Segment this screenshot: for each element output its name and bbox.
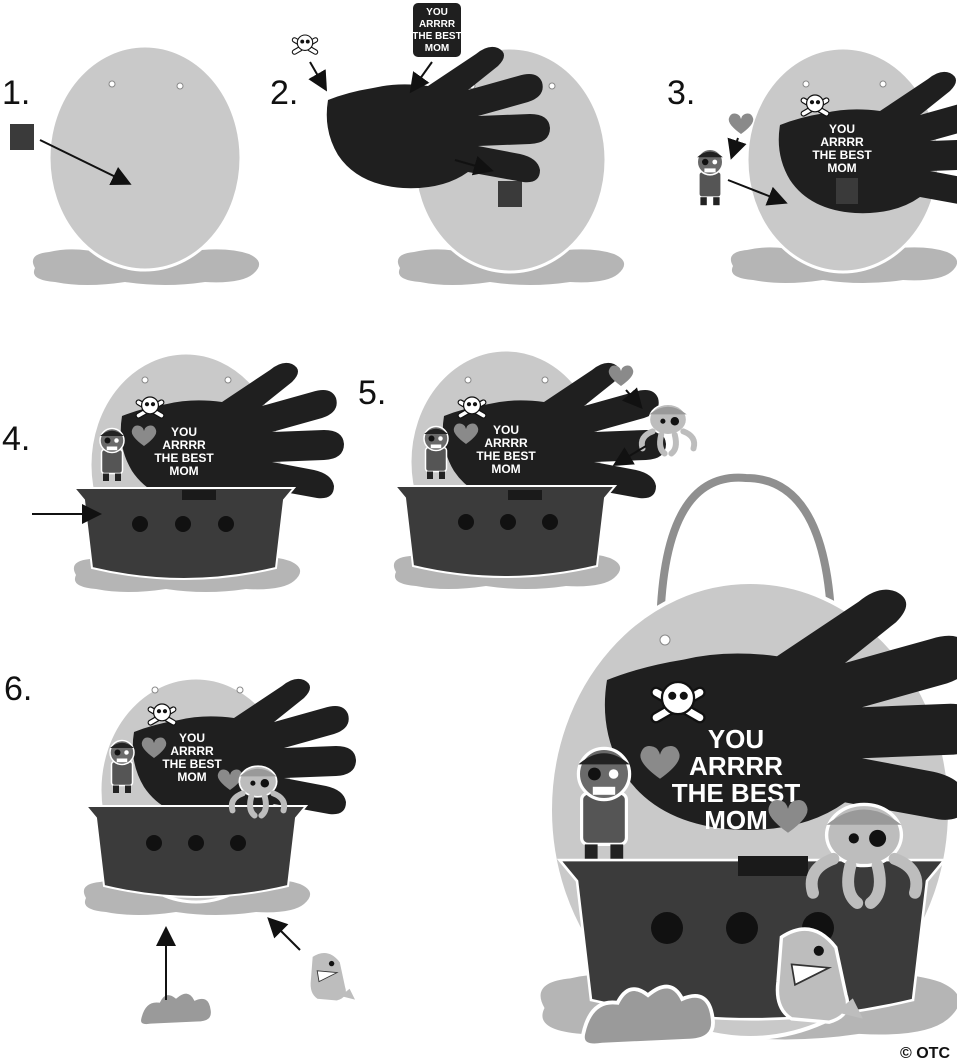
svg-text:ARRRR: ARRRR bbox=[170, 744, 214, 758]
copyright: © OTC bbox=[900, 1045, 950, 1059]
step-6-label: 6. bbox=[4, 670, 32, 708]
step-1-board bbox=[33, 46, 259, 285]
svg-text:MOM: MOM bbox=[177, 770, 206, 784]
svg-text:ARRRR: ARRRR bbox=[689, 751, 783, 781]
svg-text:THE BEST: THE BEST bbox=[412, 31, 461, 42]
svg-text:YOU: YOU bbox=[171, 425, 197, 439]
step-2-label: 2. bbox=[270, 74, 298, 112]
square-pad-icon bbox=[10, 124, 34, 150]
step-5-label: 5. bbox=[358, 374, 386, 412]
wave-icon bbox=[140, 993, 212, 1025]
pirate-character-icon bbox=[697, 149, 723, 205]
svg-text:YOU: YOU bbox=[493, 423, 519, 437]
svg-text:THE BEST: THE BEST bbox=[162, 757, 222, 771]
svg-text:MOM: MOM bbox=[425, 43, 449, 54]
svg-text:ARRRR: ARRRR bbox=[484, 436, 528, 450]
svg-text:YOU: YOU bbox=[829, 122, 855, 136]
step-4-label: 4. bbox=[2, 420, 30, 458]
step-3-board: YOU ARRRR THE BEST MOM bbox=[731, 48, 957, 283]
step-3-label: 3. bbox=[667, 74, 695, 112]
svg-text:YOU: YOU bbox=[179, 731, 205, 745]
svg-text:MOM: MOM bbox=[491, 462, 520, 476]
skull-crossbones-icon bbox=[292, 35, 319, 55]
svg-text:YOU: YOU bbox=[708, 724, 764, 754]
svg-text:ARRRR: ARRRR bbox=[162, 438, 206, 452]
square-pad-icon bbox=[498, 181, 522, 207]
svg-text:ARRRR: ARRRR bbox=[820, 135, 864, 149]
svg-text:THE BEST: THE BEST bbox=[812, 148, 872, 162]
message-sticker: YOU ARRRR THE BEST MOM bbox=[412, 2, 462, 58]
step-1-label: 1. bbox=[2, 74, 30, 112]
shark-icon bbox=[310, 952, 355, 1001]
svg-text:THE BEST: THE BEST bbox=[476, 449, 536, 463]
svg-text:YOU: YOU bbox=[426, 7, 448, 18]
svg-text:THE BEST: THE BEST bbox=[154, 451, 214, 465]
step-4-board: YOU ARRRR THE BEST MOM bbox=[74, 353, 344, 592]
svg-text:MOM: MOM bbox=[169, 464, 198, 478]
step-6-board: YOU ARRRR THE BEST MOM bbox=[84, 678, 356, 915]
svg-text:ARRRR: ARRRR bbox=[419, 19, 456, 30]
svg-text:MOM: MOM bbox=[704, 805, 768, 835]
step-5-board: YOU ARRRR THE BEST MOM bbox=[394, 350, 666, 589]
svg-text:MOM: MOM bbox=[827, 161, 856, 175]
